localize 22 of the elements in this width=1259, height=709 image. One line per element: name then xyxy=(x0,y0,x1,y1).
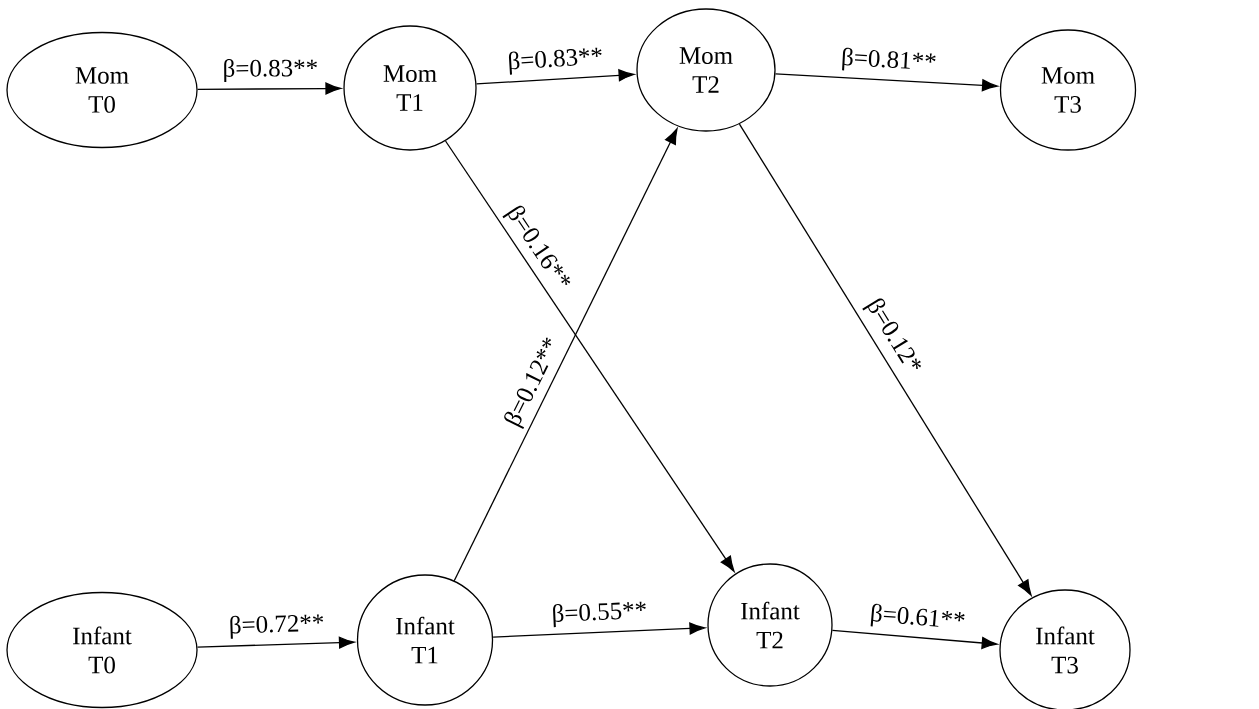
ellipse-node: Mom T3 xyxy=(999,29,1137,151)
edge-label: β=0.61** xyxy=(867,602,968,636)
arrow xyxy=(197,82,342,95)
arrow xyxy=(831,629,998,649)
ellipse-node: Mom T0 xyxy=(6,31,198,149)
ellipse-node: Infant T2 xyxy=(707,563,833,687)
ellipse-node: Infant T0 xyxy=(6,591,198,709)
arrow xyxy=(196,636,355,649)
edge-label: β=0.72** xyxy=(227,611,326,640)
ellipse-node: Mom T2 xyxy=(636,8,776,132)
ellipse-node: Infant T1 xyxy=(356,574,494,706)
edge-label: β=0.81** xyxy=(839,46,939,77)
arrow xyxy=(738,123,1032,596)
ellipse-node: Mom T1 xyxy=(343,25,477,151)
edge-label: β=0.83** xyxy=(505,45,605,76)
edge-label: β=0.55** xyxy=(550,599,649,629)
arrow xyxy=(453,128,678,582)
edge-label: β=0.83** xyxy=(221,57,320,83)
arrow xyxy=(774,73,998,92)
arrow xyxy=(492,622,706,638)
arrow xyxy=(444,140,735,572)
arrow xyxy=(475,69,635,85)
